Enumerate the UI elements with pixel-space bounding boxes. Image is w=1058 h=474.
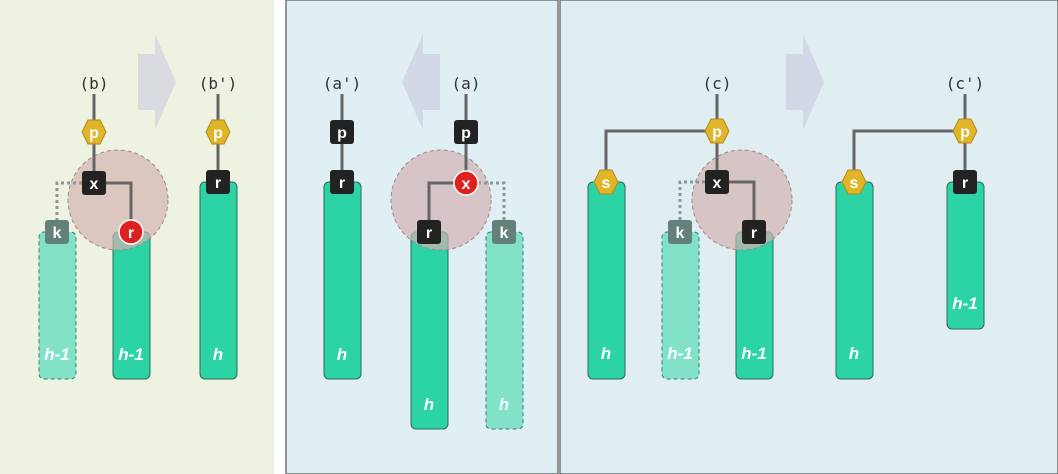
node-x-c-label: x [713,175,722,192]
height-k-c: h-1 [667,344,693,363]
node-x [82,171,106,195]
node-s-c-prime-label: s [850,175,859,192]
height-r-c: h-1 [741,344,767,363]
rotation-highlight [67,149,169,251]
node-r-a-prime [330,170,354,194]
node-s-c-prime [841,169,867,195]
node-p-a [454,120,478,144]
label-a: (a) [452,74,481,93]
node-k-label: k [53,225,62,242]
node-p-a-label: p [461,125,471,142]
node-k-c-label: k [676,225,685,242]
node-r [118,219,144,245]
label-a-prime: (a') [323,74,362,93]
height-s-c-prime: h [849,344,859,363]
node-r-c-label: r [751,225,757,242]
node-r-result [206,170,230,194]
right-arrow-right-panel [786,34,824,130]
node-x-a [453,170,479,196]
node-x-a-label: x [462,176,471,193]
node-k-c [668,220,692,244]
height-r-c-prime: h-1 [952,294,978,313]
left-arrow-middle-panel [402,34,440,130]
node-r-c-prime [953,170,977,194]
height-r: h-1 [118,345,144,364]
node-r-result-label: r [215,175,221,192]
right-arrow-left-panel [138,34,176,130]
node-p [81,119,107,145]
height-k: h-1 [44,345,70,364]
node-p-c-label: p [712,124,722,141]
label-b: (b) [80,74,109,93]
node-k-a-label: k [500,225,509,242]
edge-p-s-c [604,129,717,182]
node-p-a-prime-label: p [337,125,347,142]
height-s-c: h [601,344,611,363]
label-b-prime: (b') [199,74,238,93]
node-s-c-label: s [602,175,611,192]
node-x-c [705,170,729,194]
node-p-c-prime-label: p [960,124,970,141]
node-r-c [742,220,766,244]
node-r-c-prime-label: r [962,175,968,192]
node-r-a-prime-label: r [339,175,345,192]
edge-p-s-c-prime [852,129,965,182]
subtree-k-ghost-c [661,231,700,380]
height-result: h [213,345,223,364]
label-c: (c) [703,74,732,93]
node-p-c [704,118,730,144]
node-p-a-prime [330,120,354,144]
edge-x-r [94,181,133,232]
height-result-a-prime: h [337,345,347,364]
node-x-label: x [90,176,99,193]
node-p-result [205,119,231,145]
node-k [45,220,69,244]
edge-x-k-dotted [55,181,94,232]
node-p-result-label: p [213,125,223,142]
edge-x-k-dotted-c [678,180,717,232]
subtree-k-ghost-a [485,231,524,430]
node-r-label: r [128,225,134,242]
node-k-a [492,220,516,244]
height-k-a: h [499,395,509,414]
node-r-a-label: r [426,225,432,242]
node-r-a [417,220,441,244]
node-p-label: p [89,125,99,142]
height-r-a: h [424,395,434,414]
node-p-c-prime [952,118,978,144]
node-s-c [593,169,619,195]
subtree-k-ghost [38,231,77,380]
edge-x-r-c [717,180,756,232]
label-c-prime: (c') [946,74,985,93]
